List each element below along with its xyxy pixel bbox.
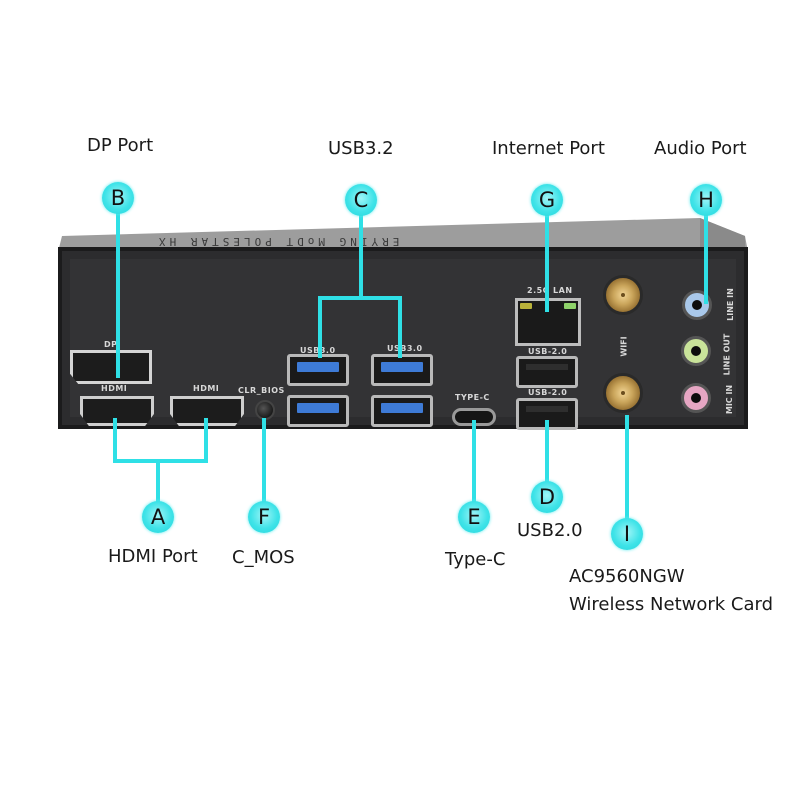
lan-led-yellow xyxy=(520,303,532,309)
silk-usb30-left: USB3.0 xyxy=(300,346,336,355)
usb2-port-top xyxy=(516,356,578,388)
label-hdmi-port: HDMI Port xyxy=(108,546,198,567)
badge-c: C xyxy=(345,184,377,216)
callout-line-c-right xyxy=(361,296,402,358)
silk-usb20-top: USB-2.0 xyxy=(528,347,568,356)
label-audio-port: Audio Port xyxy=(654,138,747,159)
silk-usb20-bottom: USB-2.0 xyxy=(528,388,568,397)
usb3-port-top-right xyxy=(371,354,433,386)
label-wifi-card-model: AC9560NGW xyxy=(569,566,685,587)
silk-hdmi-1: HDMI xyxy=(101,384,128,393)
badge-b: B xyxy=(102,182,134,214)
silk-type-c: TYPE-C xyxy=(455,393,490,402)
wifi-antenna-connector-bottom xyxy=(603,373,643,413)
silk-clr-bios: CLR_BIOS xyxy=(238,386,285,395)
badge-i: I xyxy=(611,518,643,550)
label-dp-port: DP Port xyxy=(87,135,154,156)
badge-a: A xyxy=(142,501,174,533)
label-wifi-card-desc: Wireless Network Card xyxy=(569,594,774,615)
badge-d: D xyxy=(531,481,563,513)
displayport-connector xyxy=(70,350,152,384)
label-type-c: Type-C xyxy=(445,549,506,570)
badge-h: H xyxy=(690,184,722,216)
usb3-port-bottom-left xyxy=(287,395,349,427)
label-usb20: USB2.0 xyxy=(517,520,583,541)
callout-line-a xyxy=(113,418,208,463)
badge-e: E xyxy=(458,501,490,533)
silk-hdmi-2: HDMI xyxy=(193,384,220,393)
badge-f: F xyxy=(248,501,280,533)
silk-dp: DP xyxy=(104,340,118,349)
silk-lan: 2.5G LAN xyxy=(527,286,573,295)
silk-usb30-right: USB3.0 xyxy=(387,344,423,353)
callout-line-c xyxy=(318,215,363,358)
label-internet-port: Internet Port xyxy=(492,138,605,159)
lan-led-green xyxy=(564,303,576,309)
label-c-mos: C_MOS xyxy=(232,547,295,568)
wifi-antenna-connector-top xyxy=(603,275,643,315)
audio-jack-line-out xyxy=(681,336,711,366)
badge-g: G xyxy=(531,184,563,216)
audio-jack-mic-in xyxy=(681,383,711,413)
label-usb32: USB3.2 xyxy=(328,138,394,159)
usb3-port-bottom-right xyxy=(371,395,433,427)
